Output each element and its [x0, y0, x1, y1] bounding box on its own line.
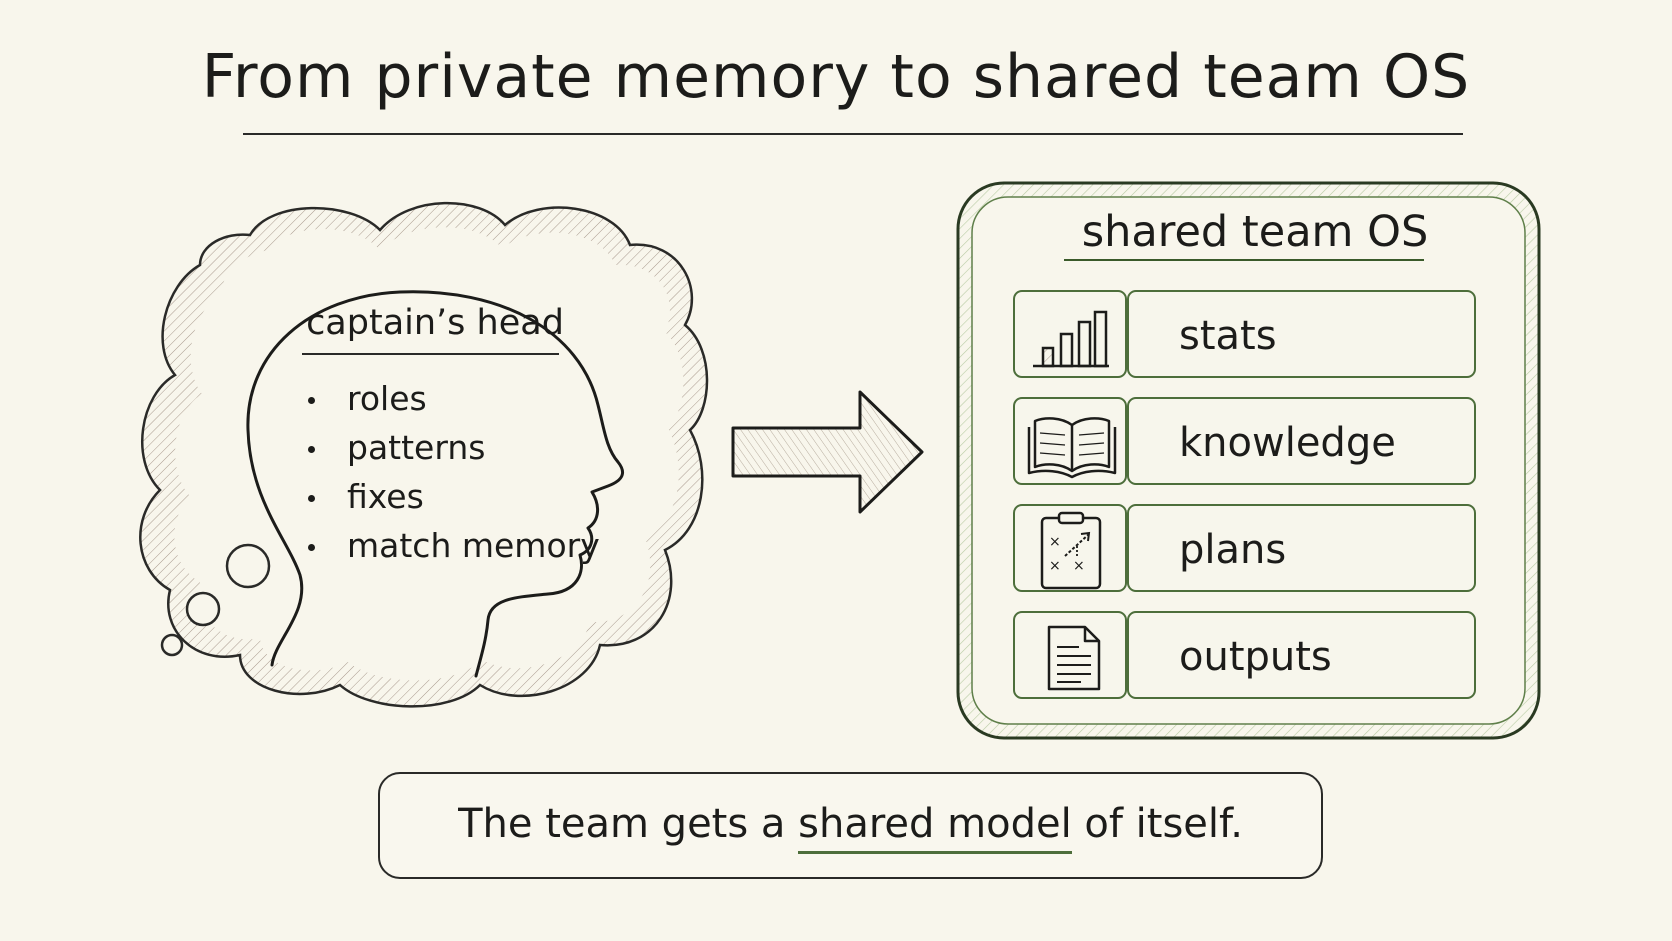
os-label-box: outputs — [1127, 611, 1476, 699]
title-underline — [243, 133, 1463, 135]
open-book-icon — [1027, 417, 1117, 479]
os-row-label: outputs — [1179, 634, 1332, 680]
svg-text:×: × — [1049, 558, 1061, 574]
svg-text:×: × — [1049, 534, 1061, 550]
os-row-outputs: outputs — [1013, 611, 1476, 699]
os-row-stats: stats — [1013, 290, 1476, 378]
os-icon-box — [1013, 397, 1127, 485]
document-icon — [1047, 625, 1101, 691]
list-item: match memory — [300, 529, 600, 578]
list-item: fixes — [300, 480, 600, 529]
os-row-label: plans — [1179, 527, 1287, 573]
list-item: patterns — [300, 431, 600, 480]
right-arrow — [731, 390, 924, 514]
os-icon-box — [1013, 290, 1127, 378]
captains-head-label: captain’s head — [306, 303, 564, 343]
thought-bubble-medium — [185, 591, 221, 627]
captains-head-underline — [302, 353, 559, 355]
os-label-box: stats — [1127, 290, 1476, 378]
list-item: roles — [300, 382, 600, 431]
os-label-box: plans — [1127, 504, 1476, 592]
head-profile — [246, 290, 625, 678]
caption-text-after: of itself. — [1071, 801, 1243, 847]
caption: The team gets a shared model of itself. — [380, 801, 1321, 854]
svg-text:×: × — [1073, 558, 1085, 574]
clipboard-plan-icon: × × × — [1040, 511, 1102, 590]
thought-bubble-large — [225, 543, 271, 589]
os-title: shared team OS — [1081, 207, 1429, 257]
os-label-box: knowledge — [1127, 397, 1476, 485]
caption-box: The team gets a shared model of itself. — [378, 772, 1323, 879]
os-row-label: knowledge — [1179, 420, 1396, 466]
page-title: From private memory to shared team OS — [201, 42, 1471, 112]
bar-chart-icon — [1033, 310, 1109, 368]
head-items-list: roles patterns fixes match memory — [300, 382, 600, 578]
os-row-knowledge: knowledge — [1013, 397, 1476, 485]
thought-cloud — [139, 201, 709, 708]
os-row-label: stats — [1179, 313, 1277, 359]
os-row-plans: × × × plans — [1013, 504, 1476, 592]
caption-highlight: shared model — [798, 801, 1072, 854]
os-icon-box — [1013, 611, 1127, 699]
thought-bubble-small — [160, 633, 184, 657]
os-icon-box: × × × — [1013, 504, 1127, 592]
caption-text-before: The team gets a — [458, 801, 799, 847]
os-title-underline — [1064, 259, 1424, 261]
